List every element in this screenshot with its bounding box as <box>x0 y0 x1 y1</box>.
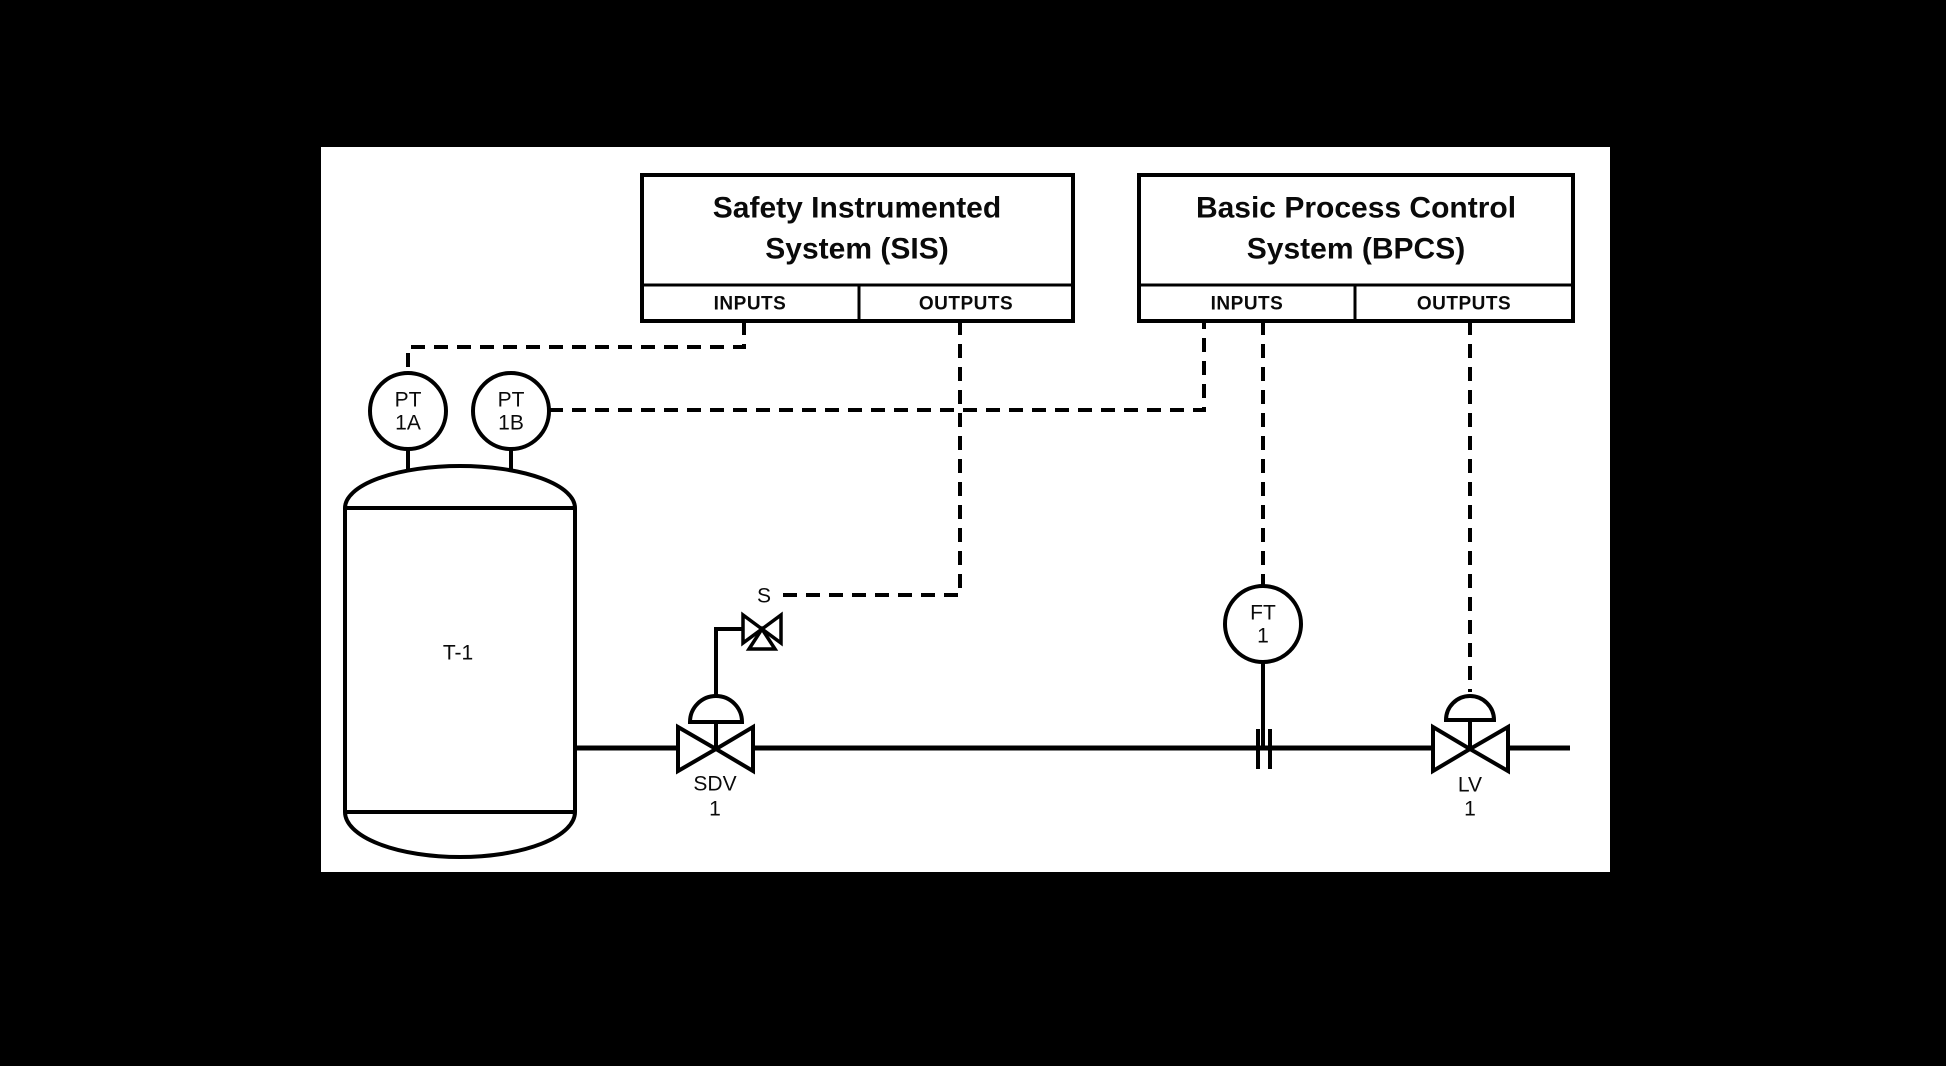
pt1a-instrument-bubble <box>368 371 448 451</box>
sis-inputs-label: INPUTS <box>714 294 787 315</box>
solenoid-bottom-triangle <box>745 625 779 651</box>
lv1-label-line2: 1 <box>1464 798 1476 821</box>
sis-box: Safety Instrumented System (SIS) INPUTS … <box>640 173 1075 323</box>
pid-diagram-svg: Safety Instrumented System (SIS) INPUTS … <box>343 173 1575 859</box>
sdv1-label-line1: SDV <box>693 773 736 796</box>
solenoid-valve-symbol <box>741 611 783 651</box>
lv1-label-line1: LV <box>1458 774 1482 797</box>
pt1b-label-line1: PT <box>498 389 525 412</box>
sis-title-line1: Safety Instrumented <box>713 192 1001 225</box>
tank-t1: T-1 <box>343 445 577 859</box>
sdv1-label-line2: 1 <box>709 798 721 821</box>
sis-title-line2: System (SIS) <box>765 233 948 266</box>
diagram-canvas: Safety Instrumented System (SIS) INPUTS … <box>321 147 1610 872</box>
bpcs-outputs-label: OUTPUTS <box>1417 294 1511 315</box>
sis-outputs-label: OUTPUTS <box>919 294 1013 315</box>
bpcs-title-line1: Basic Process Control <box>1196 192 1516 225</box>
sdv1-valve-left-triangle <box>676 723 720 775</box>
pressure-transmitter-pt1b: PT 1B <box>471 371 551 451</box>
shutdown-valve-sdv1: S SDV 1 <box>676 585 783 821</box>
bpcs-inputs-label: INPUTS <box>1211 294 1284 315</box>
pt1b-instrument-bubble <box>471 371 551 451</box>
solenoid-right-triangle <box>759 611 783 647</box>
signal-line-sis-outputs-to-solenoid <box>779 321 962 597</box>
solenoid-label: S <box>757 585 771 608</box>
pt1b-label-line2: 1B <box>498 412 524 435</box>
ft1-label-line1: FT <box>1250 602 1276 625</box>
tank-label: T-1 <box>443 642 473 665</box>
pt1a-label-line2: 1A <box>395 412 421 435</box>
flow-transmitter-ft1: FT 1 <box>1223 584 1303 769</box>
level-valve-lv1: LV 1 <box>1431 694 1510 821</box>
signal-lines <box>406 321 1472 692</box>
signal-line-pt1b-to-bpcs-inputs <box>549 321 1206 412</box>
lv1-valve-right-triangle <box>1466 723 1510 775</box>
sdv1-valve-right-triangle <box>712 723 755 775</box>
bpcs-title-line2: System (BPCS) <box>1247 233 1465 266</box>
lv1-valve-left-triangle <box>1431 723 1474 775</box>
signal-line-pt1a-to-sis-inputs <box>406 321 746 372</box>
pt1a-label-line1: PT <box>395 389 422 412</box>
sdv1-actuator-dome <box>687 694 745 724</box>
bpcs-box: Basic Process Control System (BPCS) INPU… <box>1137 173 1575 323</box>
pressure-transmitter-pt1a: PT 1A <box>368 371 448 451</box>
ft1-instrument-bubble <box>1223 584 1303 664</box>
lv1-actuator-dome <box>1443 694 1497 722</box>
solenoid-left-triangle <box>741 611 765 647</box>
ft1-label-line2: 1 <box>1257 625 1269 648</box>
solenoid-pipe <box>714 627 744 695</box>
